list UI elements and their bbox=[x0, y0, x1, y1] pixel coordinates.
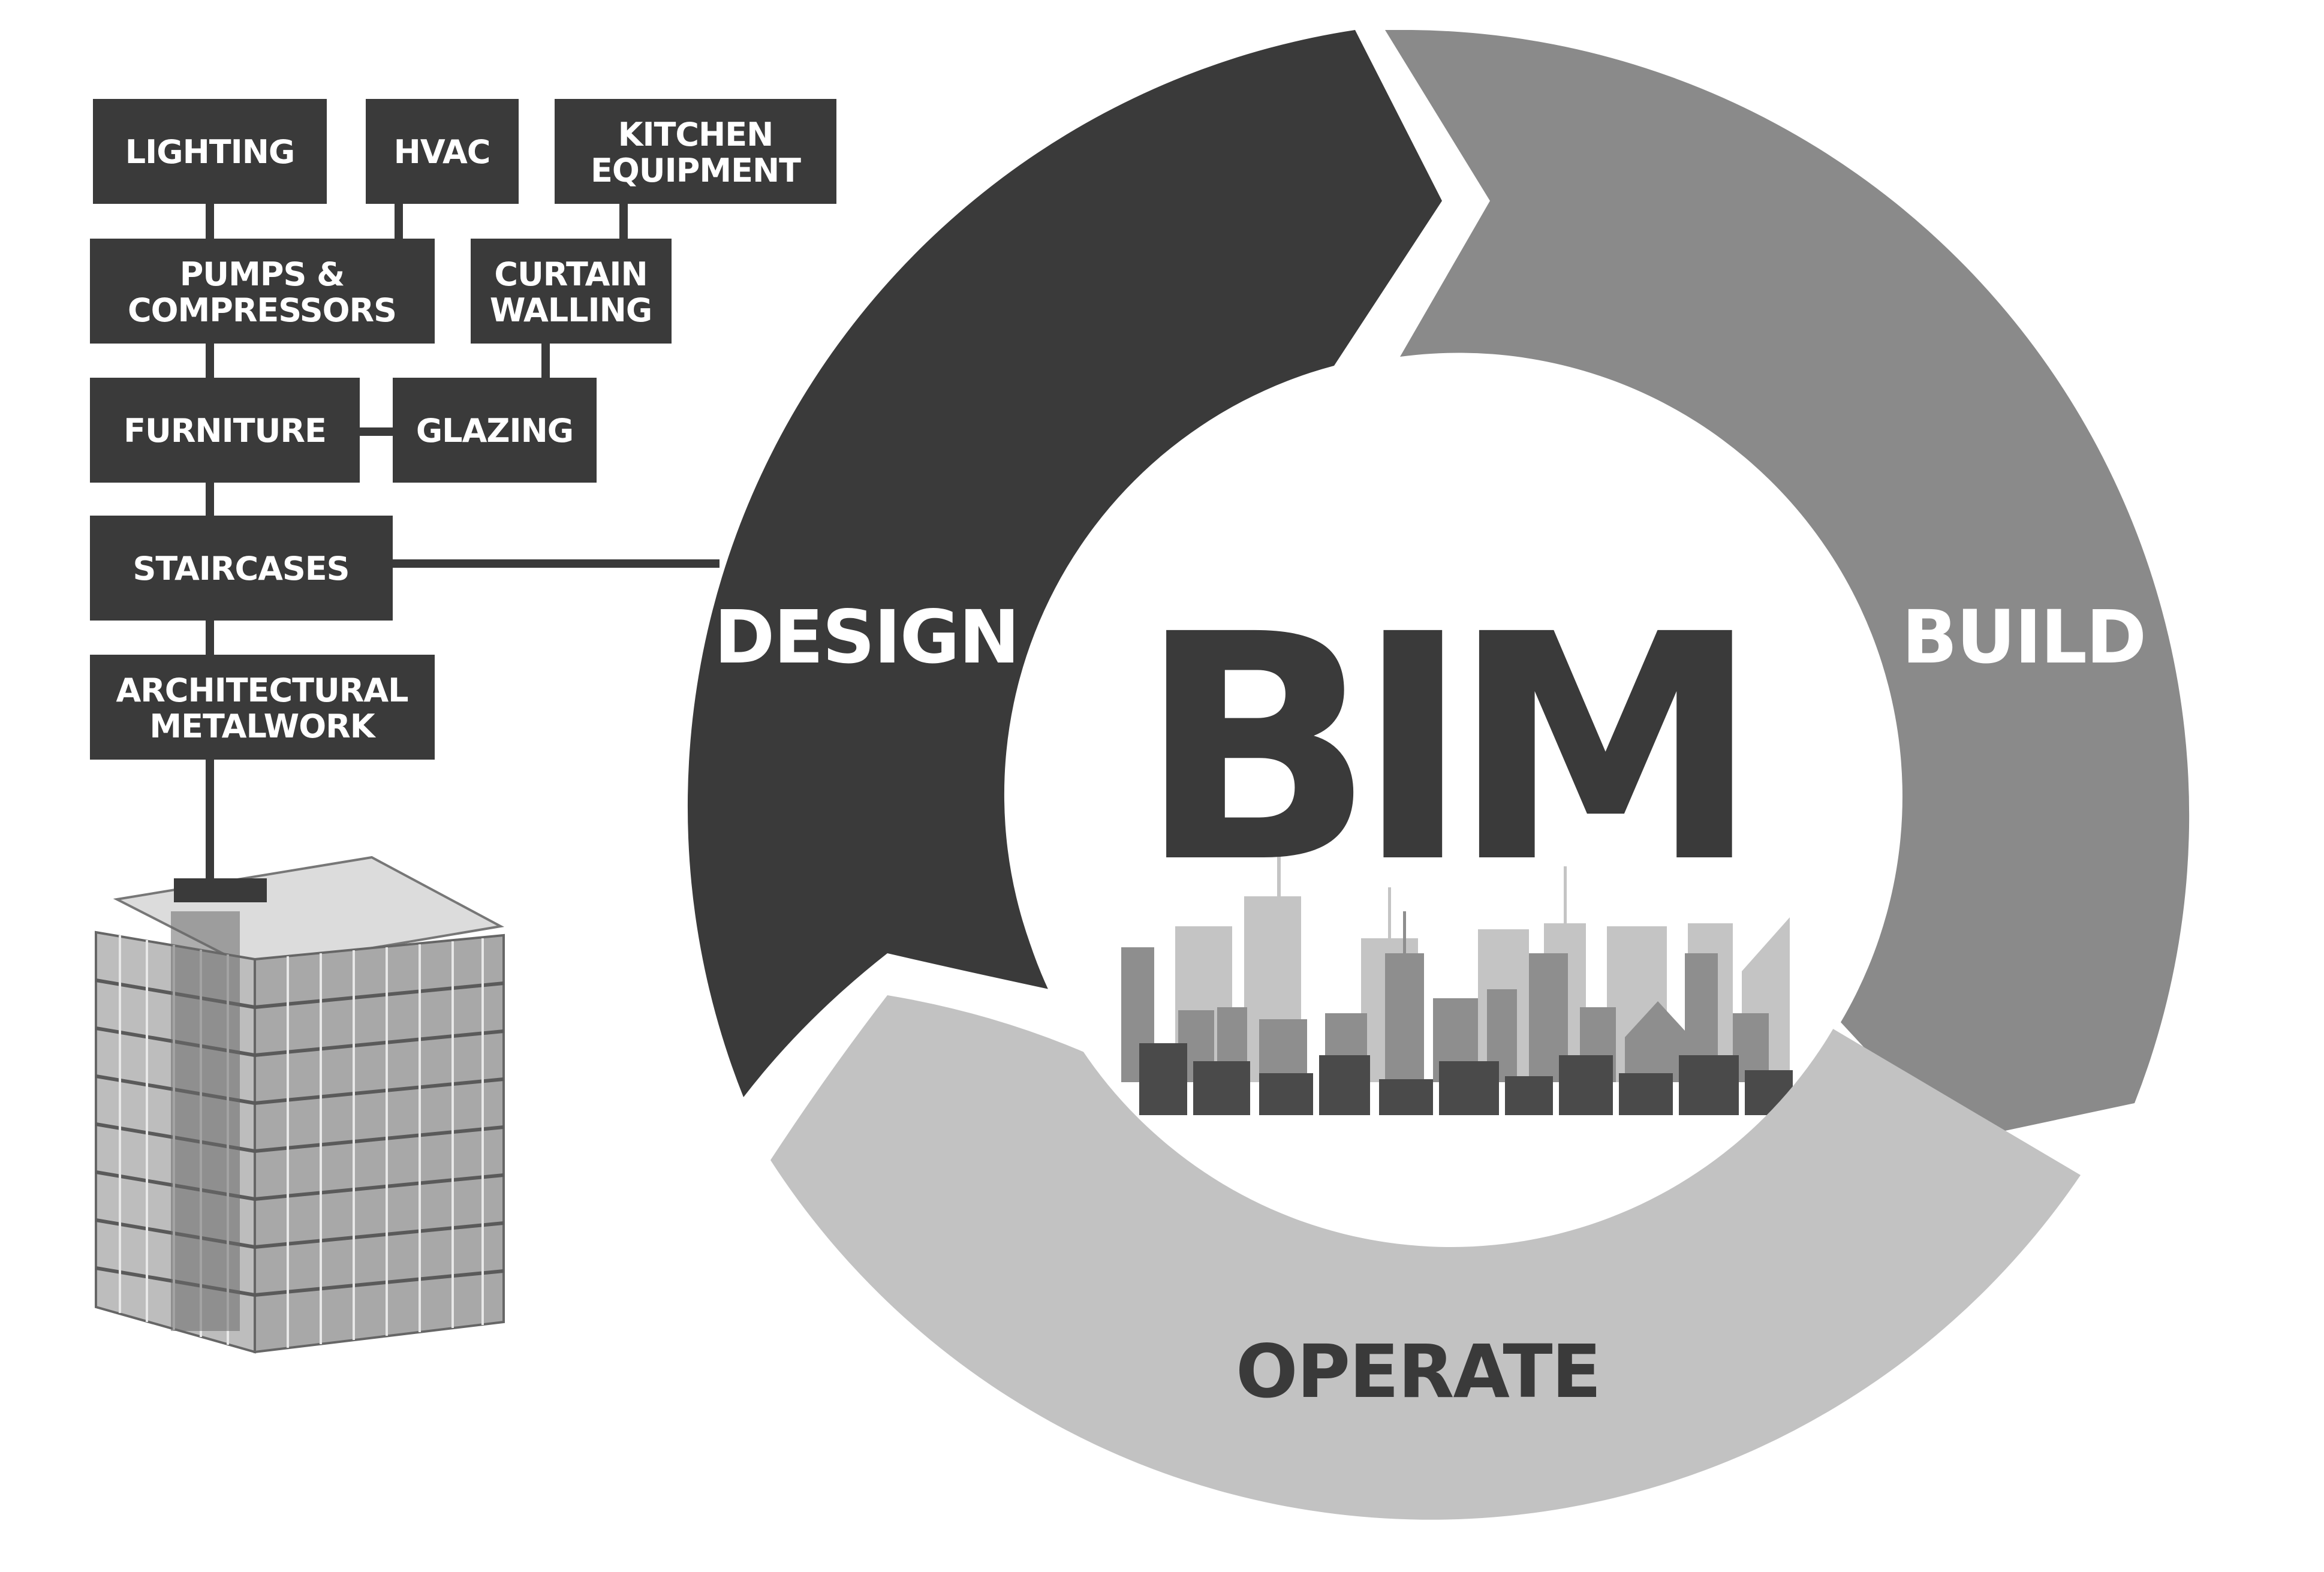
svg-text:KITCHEN: KITCHEN bbox=[618, 116, 773, 153]
component-box-staircases: STAIRCASES bbox=[90, 516, 393, 621]
svg-text:METALWORK: METALWORK bbox=[149, 707, 376, 745]
svg-text:WALLING: WALLING bbox=[490, 291, 652, 329]
component-box-lighting: LIGHTING bbox=[93, 99, 327, 204]
svg-text:CURTAIN: CURTAIN bbox=[494, 255, 647, 293]
build-label: BUILD bbox=[1902, 595, 2145, 680]
svg-text:FURNITURE: FURNITURE bbox=[124, 412, 326, 450]
component-box-architectural-metalwork: ARCHITECTURAL METALWORK bbox=[90, 655, 435, 760]
svg-text:LIGHTING: LIGHTING bbox=[125, 133, 294, 171]
svg-text:ARCHITECTURAL: ARCHITECTURAL bbox=[116, 671, 408, 709]
bim-title: BIM bbox=[1137, 568, 1740, 931]
component-box-pumps-compressors: PUMPS & COMPRESSORS bbox=[90, 239, 435, 344]
svg-text:COMPRESSORS: COMPRESSORS bbox=[128, 291, 396, 329]
component-box-kitchen-equipment: KITCHEN EQUIPMENT bbox=[555, 99, 836, 204]
operate-label: OPERATE bbox=[1236, 1329, 1600, 1414]
build-segment bbox=[1385, 30, 2190, 1142]
component-box-curtain-walling: CURTAIN WALLING bbox=[471, 239, 672, 344]
design-label: DESIGN bbox=[714, 595, 1019, 680]
svg-text:STAIRCASES: STAIRCASES bbox=[133, 550, 349, 588]
svg-text:GLAZING: GLAZING bbox=[416, 412, 573, 450]
office-building-illustration bbox=[95, 856, 505, 1354]
svg-text:EQUIPMENT: EQUIPMENT bbox=[591, 152, 801, 189]
city-skyline-illustration bbox=[1121, 839, 1793, 1115]
svg-text:PUMPS &: PUMPS & bbox=[180, 255, 345, 293]
component-box-hvac: HVAC bbox=[366, 99, 519, 204]
design-segment bbox=[687, 30, 1442, 1097]
component-box-furniture: FURNITURE bbox=[90, 378, 360, 483]
component-box-glazing: GLAZING bbox=[393, 378, 597, 483]
svg-text:HVAC: HVAC bbox=[394, 133, 490, 171]
